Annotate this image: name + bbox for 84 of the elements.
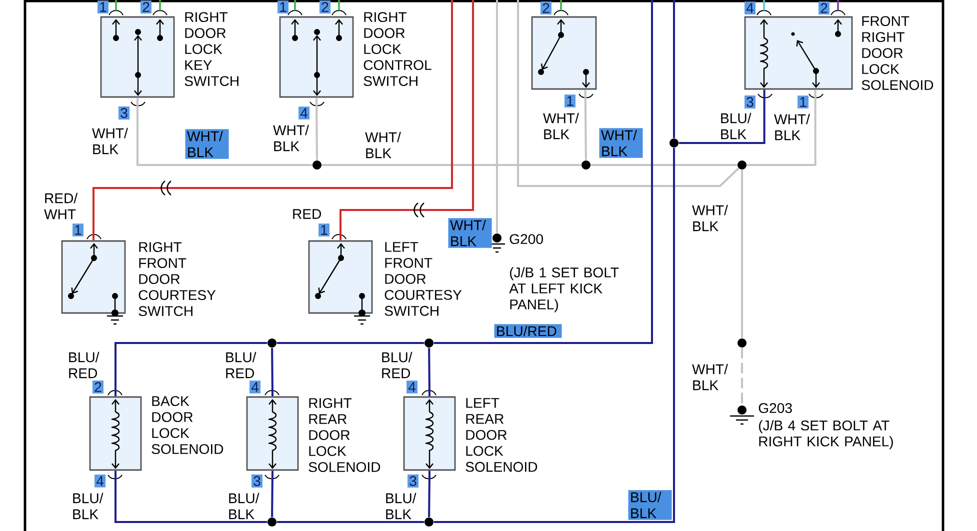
component-label: G200 <box>510 234 543 244</box>
junction-dot <box>312 160 322 170</box>
wire <box>136 98 312 166</box>
component-label: BACK DOOR LOCK SOLENOID <box>152 396 224 454</box>
junction-dot <box>268 518 276 526</box>
wire <box>428 470 431 518</box>
wire <box>271 348 274 396</box>
wire <box>584 90 587 160</box>
wire <box>114 342 268 396</box>
junction-dot <box>738 338 746 348</box>
wire-color-label: WHT/ BLK <box>774 114 810 140</box>
component-label: RIGHT DOOR LOCK CONTROL SWITCH <box>364 12 432 86</box>
junction-dot <box>424 518 434 526</box>
pin-number: 3 <box>408 474 418 488</box>
wire <box>517 0 740 187</box>
wire-color-label: BLU/ RED <box>382 352 412 378</box>
wire <box>92 0 454 240</box>
pin-number: 4 <box>406 380 418 394</box>
pin-number: 1 <box>98 0 108 14</box>
wire-color-label: BLU/ BLK <box>73 492 104 520</box>
component-label: FRONT RIGHT DOOR LOCK SOLENOID <box>862 16 934 90</box>
component-label: LEFT REAR DOOR LOCK SOLENOID <box>466 398 538 472</box>
wire <box>276 342 424 344</box>
pin-number: 1 <box>318 224 330 236</box>
pin-number: 2 <box>540 2 552 14</box>
pin-number: 4 <box>94 474 106 488</box>
junction-dot <box>670 138 678 148</box>
pin-number: 1 <box>564 94 576 108</box>
component-label: RIGHT FRONT DOOR COURTESY SWITCH <box>138 242 216 316</box>
wire <box>434 0 654 344</box>
pin-number: 1 <box>798 96 808 108</box>
wire <box>741 170 744 338</box>
component-label: G203 <box>758 403 792 414</box>
pin-number: 1 <box>278 0 288 14</box>
wire-color-label: WHT/ BLK <box>273 124 309 152</box>
pin-number: 3 <box>118 106 130 120</box>
junction-dot <box>424 338 434 348</box>
pin-number: 1 <box>72 224 84 236</box>
wire-color-label: BLU/ BLK <box>721 112 752 140</box>
pin-number: 2 <box>818 2 830 14</box>
pin-number: 2 <box>320 0 330 14</box>
wire-color-label: BLU/ RED <box>226 352 256 378</box>
pin-number: 4 <box>250 380 260 394</box>
wire-color-tag: BLU/RED <box>494 324 562 338</box>
wire-color-label: BLU/ BLK <box>386 492 416 520</box>
wire-color-label: RED/ WHT <box>44 192 78 220</box>
junction-dot <box>268 338 276 348</box>
wire-color-tag: WHT/ BLK <box>185 129 229 159</box>
wire <box>316 98 318 160</box>
wire <box>741 348 744 406</box>
component-label: RIGHT DOOR LOCK KEY SWITCH <box>184 12 238 86</box>
wire <box>673 0 676 138</box>
wire <box>496 0 498 234</box>
wire-color-label: WHT/ BLK <box>543 112 579 140</box>
wire <box>590 164 738 166</box>
pin-number: 2 <box>92 380 104 394</box>
junction-dot <box>738 160 746 170</box>
wire-color-tag: BLU/ BLK <box>628 490 672 520</box>
wire <box>114 470 268 523</box>
junction-dot <box>582 160 590 170</box>
wire <box>434 148 676 523</box>
wire <box>678 90 766 144</box>
component-label: RIGHT REAR DOOR LOCK SOLENOID <box>308 398 380 472</box>
wire-color-label: RED <box>293 209 321 219</box>
wire <box>271 470 274 518</box>
pin-number: 4 <box>744 2 756 14</box>
component-label: (J/B 1 SET BOLT AT LEFT KICK PANEL) <box>509 267 619 312</box>
wire <box>746 90 816 166</box>
wire <box>340 0 474 240</box>
wire-color-label: WHT/ BLK <box>365 132 401 158</box>
wire-color-label: WHT/ BLK <box>692 364 728 390</box>
pin-number: 3 <box>744 95 756 109</box>
pin-number: 3 <box>252 474 262 488</box>
wire-color-tag: WHT/ BLK <box>599 128 643 158</box>
pin-number: 2 <box>140 0 152 14</box>
wire <box>276 521 424 523</box>
wire-color-label: WHT/ BLK <box>692 204 728 232</box>
wire-color-label: BLU/ BLK <box>229 492 260 520</box>
wire-color-label: BLU/ RED <box>69 352 100 378</box>
pin-number: 4 <box>298 106 310 120</box>
wire <box>322 164 582 166</box>
component-label: (J/B 4 SET BOLT AT RIGHT KICK PANEL) <box>759 420 893 450</box>
wire <box>428 348 431 396</box>
wire-color-label: WHT/ BLK <box>92 128 128 154</box>
